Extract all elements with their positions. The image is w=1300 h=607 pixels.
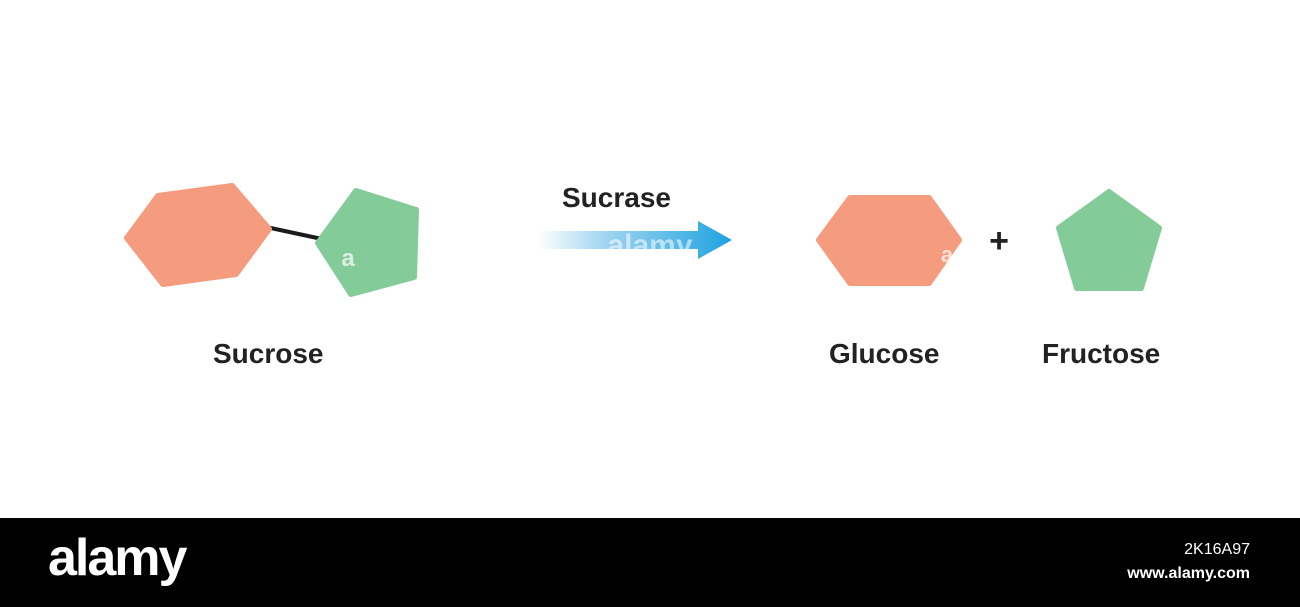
enzyme-label: Sucrase xyxy=(562,182,671,213)
product-fructose-label: Fructose xyxy=(1042,338,1161,369)
product-glucose-label: Glucose xyxy=(829,338,940,369)
sucrose-fructose-pentagon xyxy=(315,188,419,297)
plus-sign: + xyxy=(989,222,1009,260)
watermark-overlay-arrow: alamy xyxy=(607,229,692,262)
glycosidic-bond xyxy=(264,225,324,241)
image-id: 2K16A97 xyxy=(1184,541,1250,558)
reaction-diagram: + alamy a a xyxy=(124,183,1162,297)
reaction-arrow xyxy=(538,221,732,259)
brand-logo: alamy xyxy=(48,529,187,587)
site-url: www.alamy.com xyxy=(1127,565,1250,582)
watermark-overlay-pentagon: a xyxy=(341,245,355,272)
sucrose-glucose-hexagon xyxy=(124,183,272,287)
watermark-overlay-hexagon: a xyxy=(941,242,954,267)
fructose-pentagon xyxy=(1056,189,1162,291)
watermark-footer: alamy 2K16A97 www.alamy.com xyxy=(0,518,1300,607)
glucose-hexagon xyxy=(816,195,962,286)
substrate-label: Sucrose xyxy=(213,338,324,369)
